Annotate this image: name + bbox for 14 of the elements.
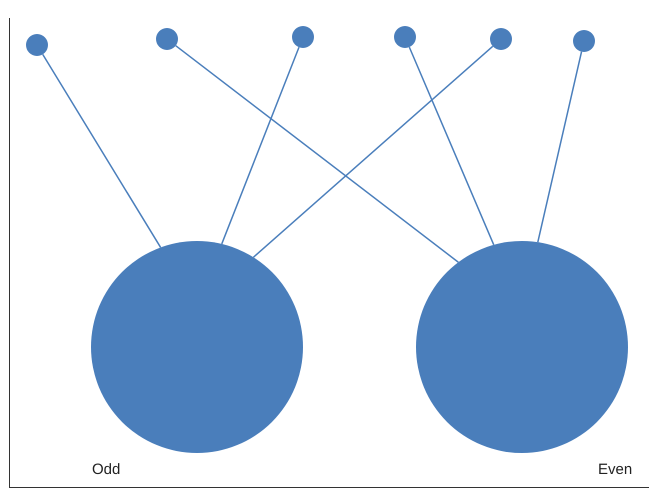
connector-line <box>42 54 162 248</box>
circle-label: Even <box>598 461 632 478</box>
circle <box>490 28 512 50</box>
connector-line <box>252 46 494 258</box>
circle <box>292 26 314 48</box>
circle <box>156 28 178 50</box>
circle <box>394 26 416 48</box>
connector-line <box>221 46 300 244</box>
connector-line <box>175 45 459 263</box>
circle-label: Odd <box>92 461 120 478</box>
circle <box>26 34 48 56</box>
connector-line <box>537 52 582 242</box>
circle <box>573 30 595 52</box>
connector-line <box>408 46 494 246</box>
